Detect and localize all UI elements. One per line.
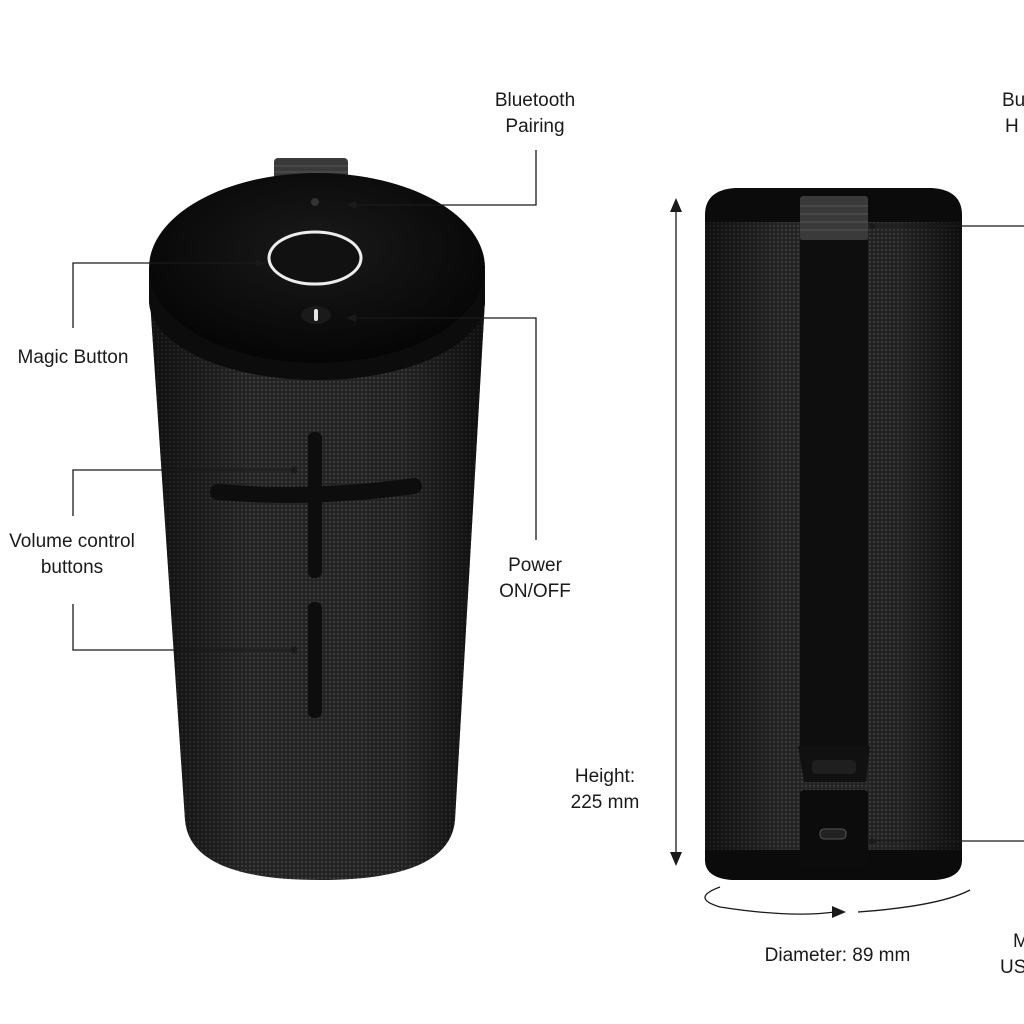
right-bottom-line1: M: [1013, 931, 1024, 952]
strap-top: [800, 196, 868, 240]
minus-icon[interactable]: [308, 602, 322, 718]
diameter-text: Diameter: 89 mm: [764, 945, 911, 966]
power-line2: ON/OFF: [499, 581, 571, 602]
magic-button-text: Magic Button: [17, 347, 129, 368]
leader-lines: [72, 150, 1024, 915]
bluetooth-leader: [350, 150, 537, 206]
right-top-partial-label: Bu H: [996, 88, 1024, 140]
right-top-line2: H: [1005, 116, 1019, 137]
left-speaker: [149, 158, 485, 880]
right-bottom-partial-label: M US: [996, 929, 1024, 981]
diameter-arc: [704, 886, 836, 915]
magic-leader: [72, 262, 262, 328]
strap: [800, 240, 868, 760]
power-label: Power ON/OFF: [480, 553, 590, 605]
power-leader: [350, 317, 537, 540]
magic-button[interactable]: [267, 230, 363, 286]
volume-control-line1: Volume control: [9, 531, 135, 552]
micro-usb-port[interactable]: [819, 828, 847, 840]
volume-down-leader: [72, 604, 294, 651]
diameter-label: Diameter: 89 mm: [735, 943, 940, 969]
bluetooth-pairing-button[interactable]: [311, 198, 319, 206]
arrow-up-icon: [670, 198, 682, 212]
power-icon: [314, 309, 318, 321]
right-top-line1: Bu: [1002, 90, 1024, 111]
leader-markers: [256, 198, 875, 918]
volume-up-leader: [72, 469, 294, 516]
plus-icon-vertical[interactable]: [308, 432, 322, 578]
height-label: Height: 225 mm: [555, 764, 655, 816]
bluetooth-pairing-label: Bluetooth Pairing: [470, 88, 600, 140]
right-bottom-line2: US: [1000, 957, 1024, 978]
height-line1: Height:: [574, 766, 636, 787]
height-line2: 225 mm: [570, 792, 640, 813]
magic-button-label: Magic Button: [0, 345, 146, 371]
arrow-down-icon: [670, 852, 682, 866]
power-line1: Power: [508, 555, 562, 576]
bluetooth-pairing-line2: Pairing: [505, 116, 565, 137]
speaker-body-shading: [150, 300, 485, 880]
volume-control-label: Volume control buttons: [0, 529, 150, 581]
right-speaker: [705, 188, 962, 880]
arrow-right-icon: [832, 906, 846, 918]
volume-control-buttons: [210, 432, 422, 718]
bluetooth-pairing-line1: Bluetooth: [494, 90, 576, 111]
volume-control-line2: buttons: [40, 557, 104, 578]
